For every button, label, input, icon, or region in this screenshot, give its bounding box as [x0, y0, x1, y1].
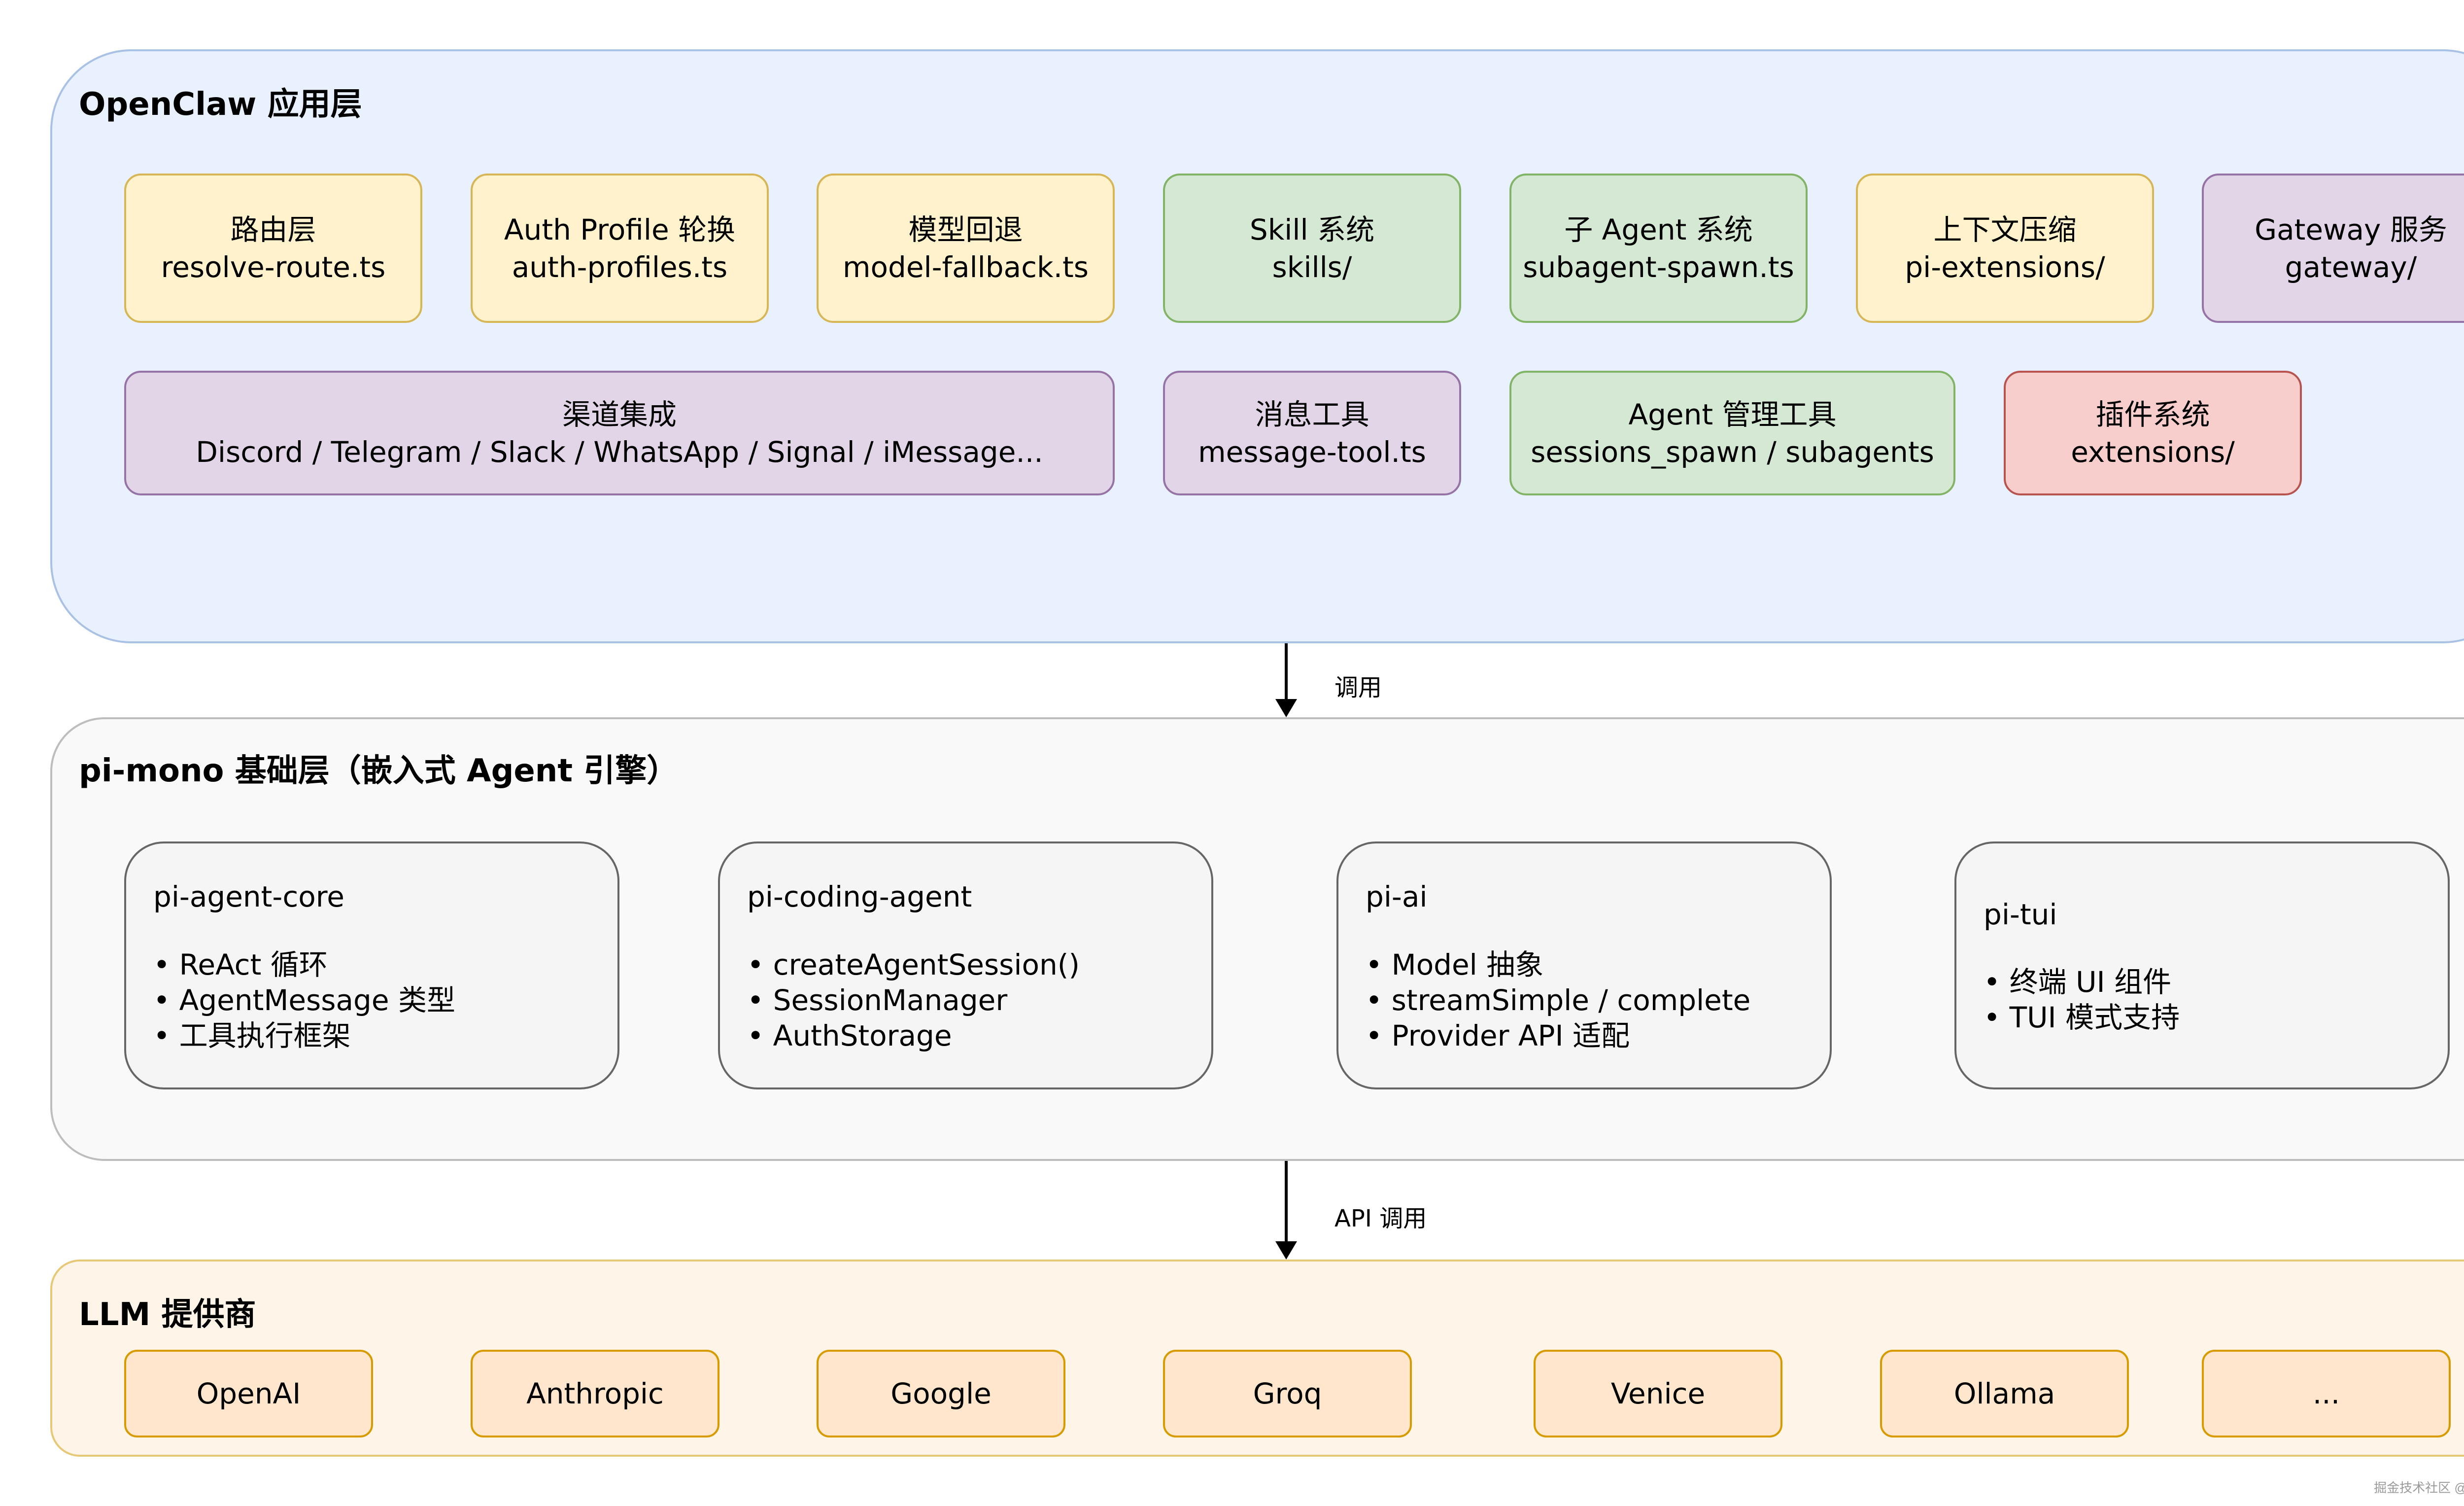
feature-item: • Model 抽象: [1366, 948, 1544, 981]
base-layer-title: pi-mono 基础层（嵌入式 Agent 引擎）: [79, 753, 679, 789]
context-compression-dir: pi-extensions/: [1905, 250, 2105, 284]
pi-agent-core-title: pi-agent-core: [153, 880, 344, 913]
feature-item: • SessionManager: [747, 983, 1008, 1017]
plugin-system-box: 插件系统 extensions/: [2004, 371, 2302, 495]
pi-ai-card: pi-ai • Model 抽象 • streamSimple / comple…: [1336, 841, 1832, 1089]
provider-label: OpenAI: [196, 1377, 301, 1410]
feature-item: • AgentMessage 类型: [153, 983, 455, 1017]
llm-layer-title: LLM 提供商: [79, 1296, 256, 1333]
subagent-system-file: subagent-spawn.ts: [1523, 250, 1794, 284]
pi-tui-title: pi-tui: [1984, 898, 2057, 931]
plugin-system-label: 插件系统: [2095, 397, 2210, 431]
channel-integration-list: Discord / Telegram / Slack / WhatsApp / …: [196, 435, 1043, 469]
provider-label: Google: [890, 1377, 992, 1410]
feature-item: • ReAct 循环: [153, 948, 328, 981]
provider-openai: OpenAI: [124, 1350, 373, 1437]
provider-label: ...: [2312, 1377, 2340, 1410]
skill-system-label: Skill 系统: [1249, 212, 1375, 246]
auth-profile-file: auth-profiles.ts: [512, 250, 728, 284]
feature-item: • 终端 UI 组件: [1984, 965, 2172, 999]
pi-agent-core-features: • ReAct 循环 • AgentMessage 类型 • 工具执行框架: [153, 947, 455, 1053]
provider-more: ...: [2202, 1350, 2451, 1437]
gateway-service-box: Gateway 服务 gateway/: [2202, 174, 2464, 323]
watermark: 掘金技术社区 @ 京东云开发者: [2374, 1480, 2464, 1495]
feature-item: • AuthStorage: [747, 1019, 952, 1052]
provider-label: Venice: [1610, 1377, 1706, 1410]
feature-item: • createAgentSession(): [747, 948, 1080, 981]
pi-tui-features: • 终端 UI 组件 • TUI 模式支持: [1984, 964, 2180, 1035]
agent-management-box: Agent 管理工具 sessions_spawn / subagents: [1509, 371, 1955, 495]
provider-anthropic: Anthropic: [471, 1350, 719, 1437]
feature-item: • streamSimple / complete: [1366, 983, 1751, 1017]
route-layer-box: 路由层 resolve-route.ts: [124, 174, 422, 323]
route-layer-label: 路由层: [230, 212, 316, 246]
context-compression-box: 上下文压缩 pi-extensions/: [1856, 174, 2154, 323]
provider-ollama: Ollama: [1880, 1350, 2129, 1437]
pi-ai-title: pi-ai: [1366, 880, 1428, 913]
skill-system-dir: skills/: [1272, 250, 1352, 284]
message-tool-file: message-tool.ts: [1198, 435, 1426, 469]
route-layer-file: resolve-route.ts: [161, 250, 386, 284]
pi-coding-agent-title: pi-coding-agent: [747, 880, 972, 913]
message-tool-label: 消息工具: [1255, 397, 1369, 431]
agent-management-label: Agent 管理工具: [1628, 397, 1837, 431]
subagent-system-label: 子 Agent 系统: [1564, 212, 1753, 246]
openclaw-app-layer: [50, 49, 2464, 643]
arrow-base-to-llm: [1275, 1161, 1297, 1260]
auth-profile-box: Auth Profile 轮换 auth-profiles.ts: [471, 174, 769, 323]
arrow-app-to-base: [1275, 643, 1297, 717]
model-fallback-file: model-fallback.ts: [843, 250, 1089, 284]
provider-venice: Venice: [1534, 1350, 1782, 1437]
auth-profile-label: Auth Profile 轮换: [504, 212, 736, 246]
subagent-system-box: 子 Agent 系统 subagent-spawn.ts: [1509, 174, 1808, 323]
message-tool-box: 消息工具 message-tool.ts: [1163, 371, 1461, 495]
provider-google: Google: [817, 1350, 1065, 1437]
app-layer-title: OpenClaw 应用层: [79, 86, 362, 123]
pi-coding-agent-card: pi-coding-agent • createAgentSession() •…: [718, 841, 1213, 1089]
agent-management-tools: sessions_spawn / subagents: [1531, 435, 1934, 469]
pi-coding-agent-features: • createAgentSession() • SessionManager …: [747, 947, 1080, 1053]
pi-agent-core-card: pi-agent-core • ReAct 循环 • AgentMessage …: [124, 841, 619, 1089]
feature-item: • 工具执行框架: [153, 1019, 351, 1052]
provider-label: Anthropic: [526, 1377, 664, 1410]
model-fallback-box: 模型回退 model-fallback.ts: [817, 174, 1115, 323]
gateway-service-label: Gateway 服务: [2255, 212, 2447, 246]
plugin-system-dir: extensions/: [2071, 435, 2235, 469]
provider-label: Ollama: [1953, 1377, 2055, 1410]
pi-ai-features: • Model 抽象 • streamSimple / complete • P…: [1366, 947, 1750, 1053]
gateway-service-dir: gateway/: [2285, 250, 2417, 284]
provider-groq: Groq: [1163, 1350, 1412, 1437]
arrow-call-label: 调用: [1335, 674, 1382, 701]
feature-item: • Provider API 适配: [1366, 1019, 1630, 1052]
provider-label: Groq: [1253, 1377, 1322, 1410]
skill-system-box: Skill 系统 skills/: [1163, 174, 1461, 323]
channel-integration-label: 渠道集成: [562, 397, 677, 431]
channel-integration-box: 渠道集成 Discord / Telegram / Slack / WhatsA…: [124, 371, 1115, 495]
context-compression-label: 上下文压缩: [1933, 212, 2077, 246]
feature-item: • TUI 模式支持: [1984, 1001, 2180, 1034]
pi-tui-card: pi-tui • 终端 UI 组件 • TUI 模式支持: [1954, 841, 2450, 1089]
model-fallback-label: 模型回退: [908, 212, 1023, 246]
arrow-api-call-label: API 调用: [1335, 1205, 1427, 1232]
